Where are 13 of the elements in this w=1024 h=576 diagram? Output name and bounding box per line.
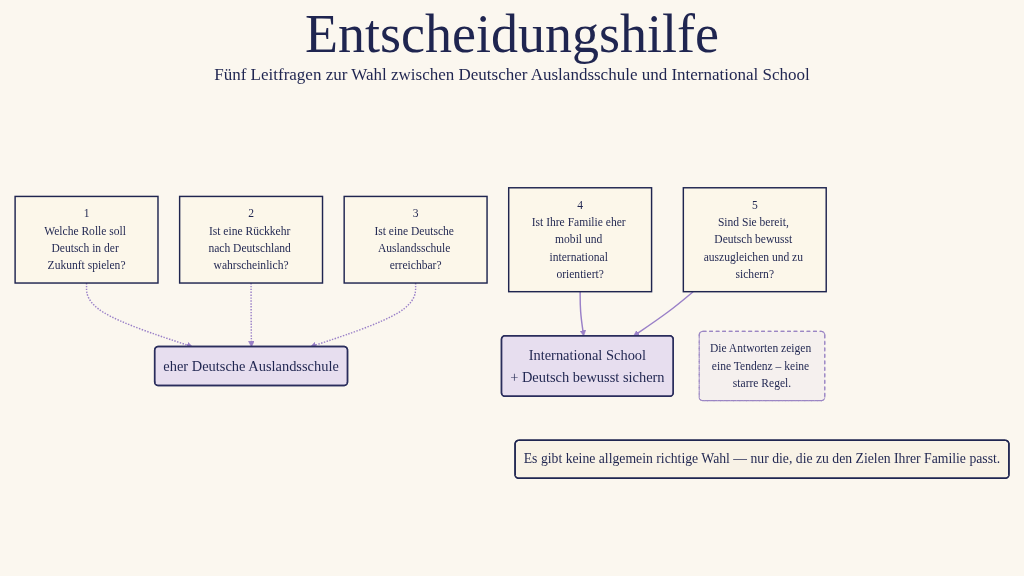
signpost: 1 Welche Rolle soll Deutsch in der Zukunft spielen?	[14, 195, 159, 284]
result-box: eher Deutsche Auslandsschule	[153, 345, 349, 387]
signpost: 5 Sind Sie bereit, Deutsch bewusst auszugleichen und zu sichern?	[682, 187, 827, 293]
signpost: 3 Ist eine Deutsche Auslandsschule erreichbar?	[343, 195, 488, 284]
title: Entscheidungshilfe	[305, 4, 719, 64]
message-banner: Es gibt keine allgemein richtige Wahl — nur die, die zu den Zielen Ihrer Familie passt.	[514, 439, 1010, 479]
signpost: 2 Ist eine Rückkehr nach Deutschland wahrscheinlich?	[178, 195, 324, 284]
arrow	[633, 290, 694, 337]
signpost: 4 Ist Ihre Familie eher mobil und international orientiert?	[507, 187, 653, 293]
arrow	[579, 290, 586, 337]
note-box: Die Antworten zeigen eine Tendenz – keine starre Regel.	[698, 330, 826, 402]
subtitle: Fünf Leitfragen zur Wahl zwischen Deutscher Auslandsschule und International School	[214, 64, 810, 86]
result-box: International School + Deutsch bewusst sichern	[500, 335, 674, 398]
